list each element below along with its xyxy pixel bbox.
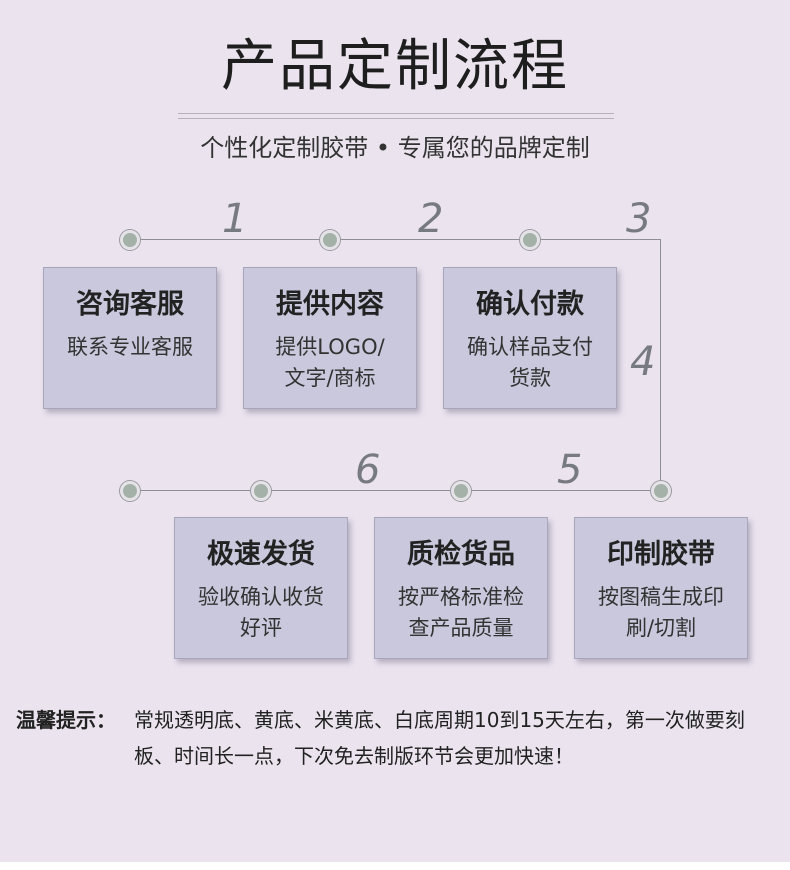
step-card-provide-content: 提供内容 提供LOGO/ 文字/商标	[243, 267, 417, 409]
tips-label: 温馨提示：	[16, 708, 116, 732]
step-card-desc: 按严格标准检 查产品质量	[398, 585, 524, 640]
step-number-3: 3	[626, 196, 652, 242]
flow-line-top	[129, 239, 660, 240]
tips-text: 常规透明底、黄底、米黄底、白底周期10到15天左右，第一次做要刻板、时间长一点，…	[134, 708, 745, 768]
flow-dot	[520, 230, 540, 250]
flow-line-bottom	[129, 490, 660, 491]
step-card-print-tape: 印制胶带 按图稿生成印 刷/切割	[574, 517, 748, 659]
step-card-title: 极速发货	[207, 539, 315, 570]
step-number-1: 1	[222, 196, 248, 242]
step-number-6: 6	[355, 447, 381, 493]
step-card-desc: 提供LOGO/ 文字/商标	[275, 335, 385, 390]
step-card-confirm-payment: 确认付款 确认样品支付 货款	[443, 267, 617, 409]
flow-dot	[651, 481, 671, 501]
step-card-fast-shipping: 极速发货 验收确认收货 好评	[174, 517, 348, 659]
flow-dot	[320, 230, 340, 250]
step-card-title: 印制胶带	[607, 539, 715, 570]
tips-block: 温馨提示： 常规透明底、黄底、米黄底、白底周期10到15天左右，第一次做要刻板、…	[16, 702, 776, 774]
step-card-desc: 验收确认收货 好评	[198, 585, 324, 640]
step-card-desc: 联系专业客服	[67, 335, 193, 359]
title-divider-line-2	[178, 118, 614, 119]
step-card-consult: 咨询客服 联系专业客服	[43, 267, 217, 409]
step-card-quality-check: 质检货品 按严格标准检 查产品质量	[374, 517, 548, 659]
step-card-title: 咨询客服	[76, 289, 184, 320]
step-card-desc: 按图稿生成印 刷/切割	[598, 585, 724, 640]
flow-dot	[120, 481, 140, 501]
step-number-5: 5	[557, 447, 583, 493]
step-card-desc: 确认样品支付 货款	[467, 335, 593, 390]
flow-dot	[451, 481, 471, 501]
step-card-title: 确认付款	[476, 289, 584, 320]
step-number-4: 4	[630, 339, 656, 385]
page-title: 产品定制流程	[221, 34, 569, 99]
step-card-title: 提供内容	[276, 289, 384, 320]
step-card-title: 质检货品	[407, 539, 515, 570]
flow-dot	[251, 481, 271, 501]
step-number-2: 2	[418, 196, 444, 242]
page-subtitle: 个性化定制胶带 • 专属您的品牌定制	[200, 134, 590, 162]
flow-line-right	[660, 239, 661, 490]
title-divider-line	[178, 113, 614, 114]
flow-dot	[120, 230, 140, 250]
